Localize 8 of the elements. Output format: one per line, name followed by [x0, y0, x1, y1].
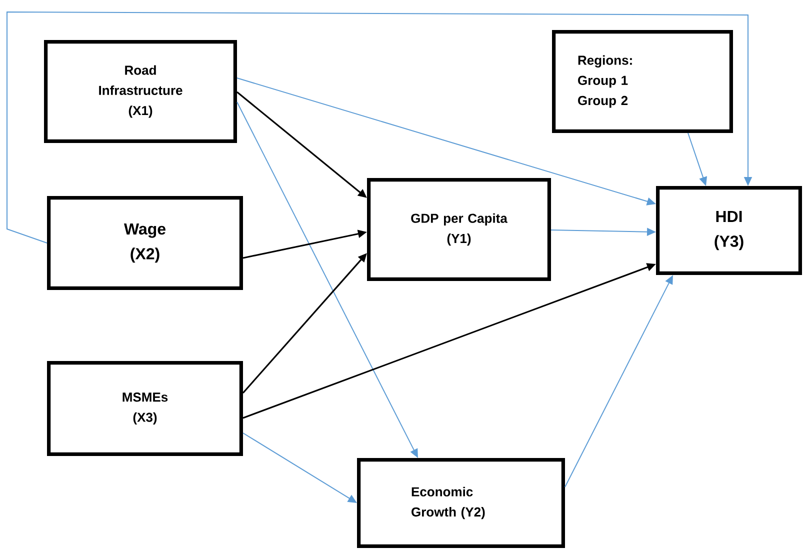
variable-box: HDI (Y3) — [656, 186, 802, 275]
variable-box: MSMEs (X3) — [47, 361, 243, 456]
variable-box: GDP per Capita (Y1) — [367, 178, 551, 281]
arrow — [6, 12, 752, 244]
variable-box: Regions: Group 1 Group 2 — [552, 30, 733, 133]
variable-box: Wage (X2) — [47, 196, 243, 290]
variable-box: Economic Growth (Y2) — [357, 458, 565, 548]
variable-box: Road Infrastructure (X1) — [44, 40, 237, 143]
